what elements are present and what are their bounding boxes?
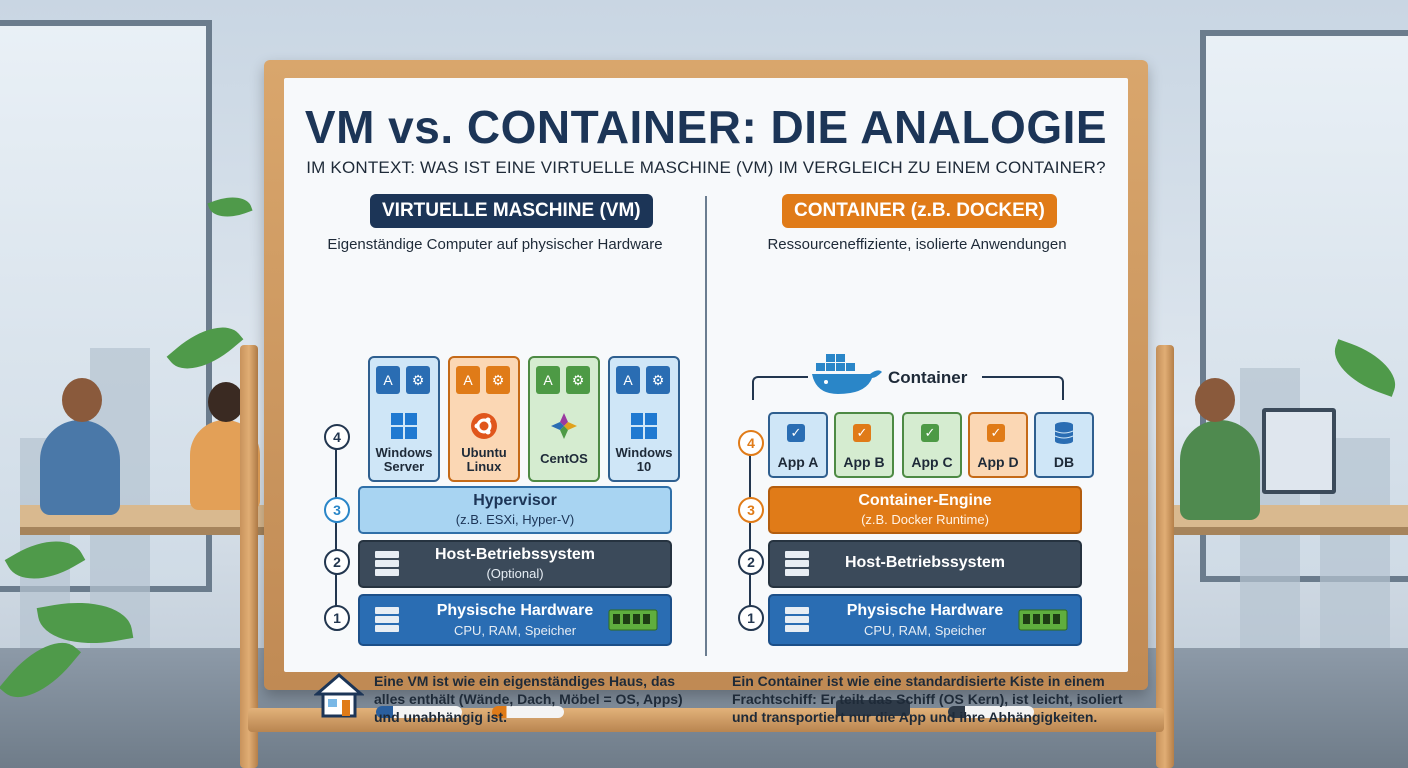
- layer-title: Hypervisor: [473, 492, 557, 509]
- app-label: App A: [777, 454, 819, 470]
- layer-title: Host-Betriebssystem: [434, 546, 596, 563]
- vm-analogy-note: Eine VM ist wie ein eigenständiges Haus,…: [374, 673, 683, 725]
- vm-description: Eigenständige Computer auf physischer Ha…: [327, 236, 663, 253]
- layer-subtitle: (Optional): [486, 566, 544, 581]
- checkbox-icon: ✓: [987, 424, 1005, 442]
- marker-blue[interactable]: [376, 706, 462, 718]
- checkbox-icon: ✓: [787, 424, 805, 442]
- layer-number-4: 4: [738, 430, 764, 456]
- host-os-layer[interactable]: Host-Betriebssystem: [768, 540, 1082, 588]
- layer-subtitle: (z.B. ESXi, Hyper-V): [455, 512, 575, 527]
- container-engine-layer[interactable]: Container-Engine (z.B. Docker Runtime): [768, 486, 1082, 534]
- gear-icon: ⚙: [486, 366, 510, 394]
- app-store-icon: A: [456, 366, 480, 394]
- vm-guest-name: CentOS: [540, 451, 588, 466]
- marker-black[interactable]: [948, 706, 1034, 718]
- server-icon: [375, 607, 399, 632]
- container-app-card[interactable]: ✓ App C: [902, 412, 962, 478]
- column-divider: [705, 196, 707, 656]
- docker-whale-icon: [812, 354, 882, 394]
- gear-icon: ⚙: [566, 366, 590, 394]
- windows-icon: [391, 413, 417, 439]
- server-icon: [785, 607, 809, 632]
- easel-leg-left: [240, 345, 258, 768]
- container-bracket: [982, 376, 1064, 400]
- container-bracket: [752, 376, 808, 400]
- container-heading: CONTAINER (z.B. DOCKER): [782, 194, 1057, 228]
- layer-number-4: 4: [324, 424, 350, 450]
- vm-guest-card[interactable]: A ⚙ CentOS: [528, 356, 600, 482]
- ubuntu-icon: [471, 413, 497, 439]
- layer-title: Physische Hardware: [846, 602, 1004, 619]
- app-label: App D: [977, 454, 1019, 470]
- windows-icon: [631, 413, 657, 439]
- host-os-layer[interactable]: Host-Betriebssystem (Optional): [358, 540, 672, 588]
- server-icon: [785, 551, 809, 576]
- container-group-label: Container: [888, 368, 968, 387]
- person-right-head: [1195, 378, 1235, 422]
- eraser[interactable]: [836, 700, 910, 716]
- centos-icon: [551, 413, 577, 439]
- vm-heading: VIRTUELLE MASCHINE (VM): [370, 194, 653, 228]
- app-store-icon: A: [536, 366, 560, 394]
- server-icon: [375, 551, 399, 576]
- layer-connector-line: [335, 438, 337, 618]
- marker-orange[interactable]: [492, 706, 564, 718]
- app-store-icon: A: [376, 366, 400, 394]
- app-store-icon: A: [616, 366, 640, 394]
- checkbox-icon: ✓: [853, 424, 871, 442]
- person-right: [1180, 420, 1260, 520]
- container-analogy-note: Ein Container ist wie eine standardisier…: [732, 673, 1123, 725]
- monitor: [1262, 408, 1336, 494]
- layer-number-2: 2: [324, 549, 350, 575]
- hypervisor-layer[interactable]: Hypervisor (z.B. ESXi, Hyper-V): [358, 486, 672, 534]
- container-app-card[interactable]: ✓ App B: [834, 412, 894, 478]
- page-subtitle: IM KONTEXT: WAS IST EINE VIRTUELLE MASCH…: [306, 158, 1106, 177]
- ram-chip-icon: [608, 609, 658, 631]
- layer-title: Container-Engine: [858, 492, 992, 509]
- layer-number-3: 3: [738, 497, 764, 523]
- whiteboard: VM vs. CONTAINER: DIE ANALOGIE IM KONTEX…: [284, 78, 1128, 725]
- layer-subtitle: (z.B. Docker Runtime): [861, 512, 989, 527]
- app-label: DB: [1053, 454, 1075, 470]
- database-icon: [1054, 422, 1074, 444]
- person-left-2-head: [208, 382, 244, 422]
- checkbox-icon: ✓: [921, 424, 939, 442]
- house-icon: [314, 673, 364, 718]
- hardware-layer[interactable]: Physische Hardware CPU, RAM, Speicher: [768, 594, 1082, 646]
- container-app-card[interactable]: ✓ App A: [768, 412, 828, 478]
- container-column: CONTAINER (z.B. DOCKER) Ressourceneffizi…: [712, 194, 1123, 725]
- page-title: VM vs. CONTAINER: DIE ANALOGIE: [304, 101, 1108, 153]
- vm-column: VIRTUELLE MASCHINE (VM) Eigenständige Co…: [290, 194, 700, 725]
- layer-number-1: 1: [738, 605, 764, 631]
- app-label: App C: [911, 454, 953, 470]
- hardware-layer[interactable]: Physische Hardware CPU, RAM, Speicher: [358, 594, 672, 646]
- gear-icon: ⚙: [406, 366, 430, 394]
- ram-chip-icon: [1018, 609, 1068, 631]
- easel-leg-right: [1156, 345, 1174, 768]
- person-left-head: [62, 378, 102, 422]
- layer-subtitle: CPU, RAM, Speicher: [863, 623, 987, 638]
- container-app-card[interactable]: DB: [1034, 412, 1094, 478]
- container-description: Ressourceneffiziente, isolierte Anwendun…: [767, 236, 1067, 253]
- layer-number-2: 2: [738, 549, 764, 575]
- layer-number-1: 1: [324, 605, 350, 631]
- gear-icon: ⚙: [646, 366, 670, 394]
- app-label: App B: [843, 454, 885, 470]
- layer-title: Physische Hardware: [436, 602, 594, 619]
- person-left: [40, 420, 120, 515]
- layer-connector-line: [749, 438, 751, 618]
- layer-number-3: 3: [324, 497, 350, 523]
- layer-subtitle: CPU, RAM, Speicher: [453, 623, 577, 638]
- hanging-plant: [207, 189, 253, 225]
- container-app-card[interactable]: ✓ App D: [968, 412, 1028, 478]
- layer-title: Host-Betriebssystem: [844, 554, 1006, 571]
